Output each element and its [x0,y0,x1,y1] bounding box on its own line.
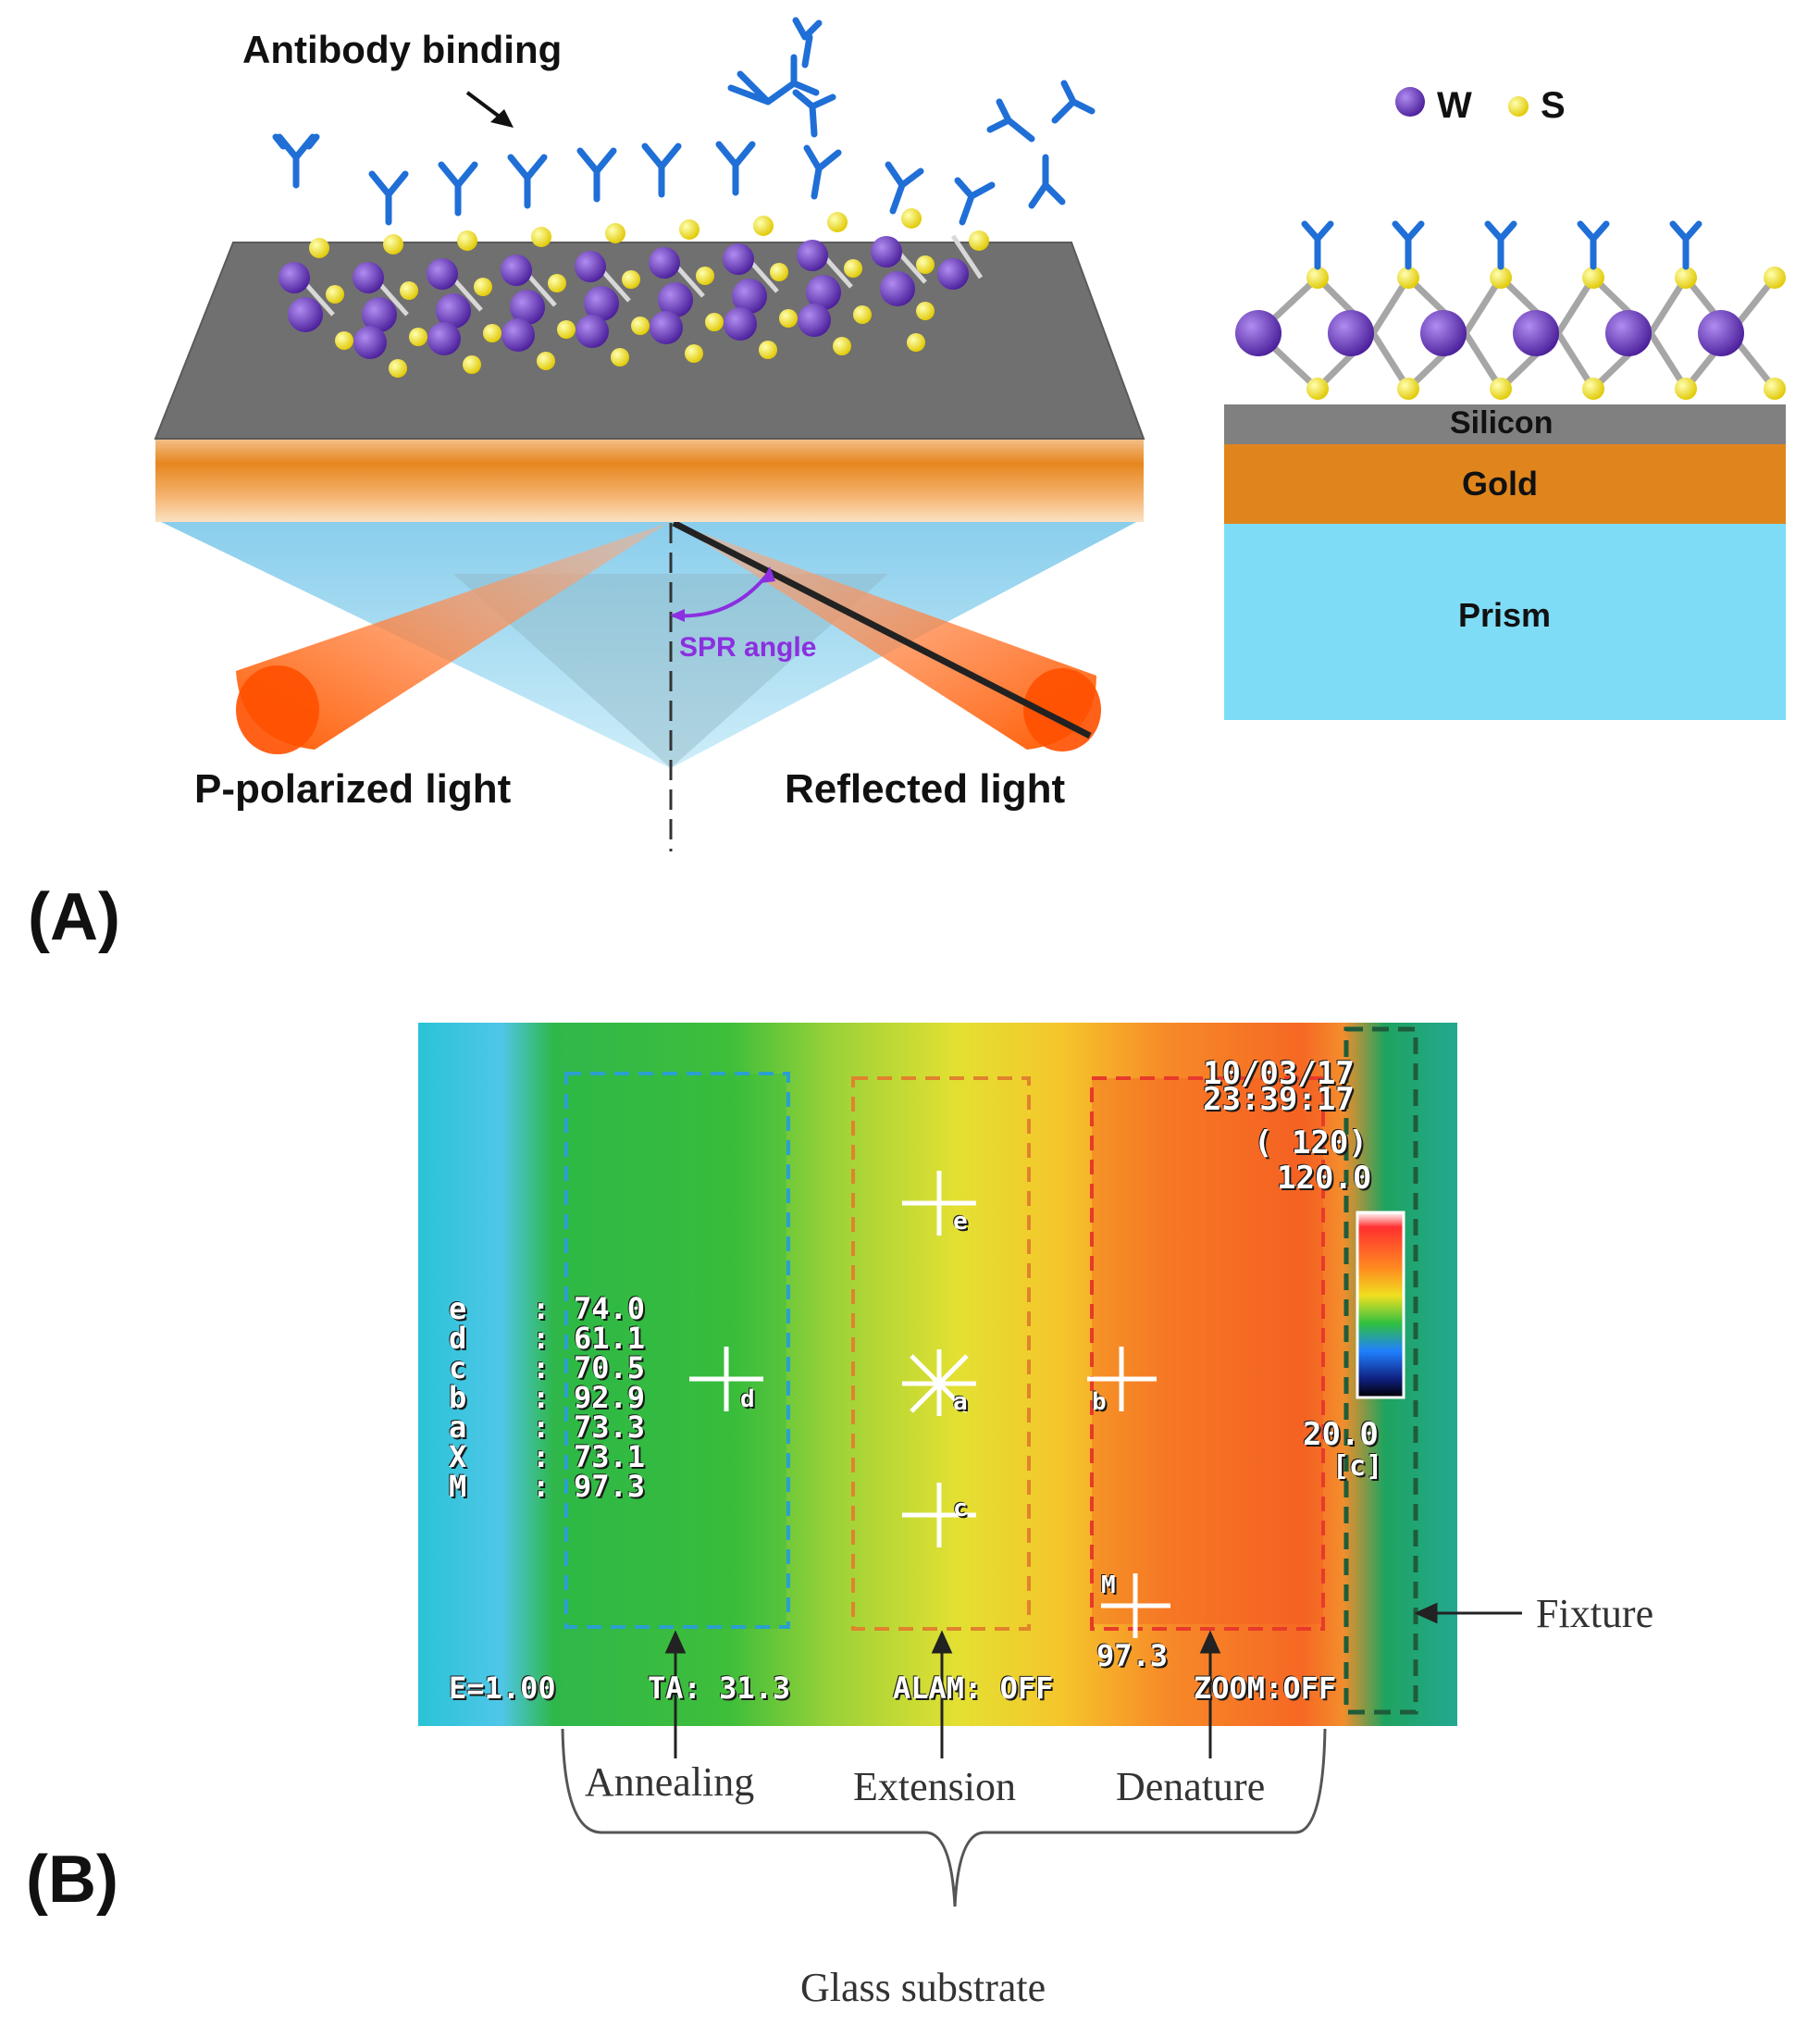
reading-value: 74.0 [574,1291,646,1326]
status-alarm: ALAM: OFF [893,1671,1054,1706]
annealing-label: Annealing [585,1759,755,1805]
marker-a: a [953,1388,968,1416]
reflected-light-label: Reflected light [785,766,1066,812]
ws2-cross-section-w [1235,310,1744,356]
reading-value: 73.3 [574,1410,646,1445]
reading-row: a : 73.3 [449,1410,646,1445]
p-polarized-beam [236,523,668,750]
gold-label: Gold [1462,465,1538,503]
prism-layer [1224,524,1786,720]
w-legend-label: W [1437,85,1472,126]
reading-separator: : [532,1321,551,1356]
thermal-range-code: ( 120) [1254,1124,1368,1161]
gold-layer [1224,444,1786,524]
reading-key: X [449,1439,467,1474]
marker-b: b [1092,1388,1107,1416]
status-zoom: ZOOM:OFF [1194,1671,1337,1706]
prism-label: Prism [1458,596,1552,634]
thermal-date: 10/03/17 [1203,1055,1355,1092]
status-emissivity: E=1.00 [449,1671,556,1706]
reading-row: d : 61.1 [449,1321,646,1356]
ws2-sulfur-atoms [309,208,989,378]
temperature-scale-bar [1356,1211,1405,1399]
reading-key: a [449,1410,467,1445]
extension-label: Extension [853,1764,1016,1809]
max-temperature-value: 97.3 [1096,1638,1169,1673]
antibody-binding-arrow [490,109,514,128]
denature-zone-box [1090,1076,1325,1631]
reading-separator: : [532,1350,551,1385]
reading-row: M : 97.3 [449,1469,646,1504]
thermal-unit: [c] [1332,1450,1383,1483]
panel-b-label: (B) [26,1843,118,1917]
reading-value: 97.3 [574,1469,646,1504]
reading-value: 61.1 [574,1321,646,1356]
reading-separator: : [532,1469,551,1504]
thermal-scale-min: 20.0 [1303,1416,1379,1453]
annealing-zone-box [564,1072,790,1629]
s-legend-label: S [1541,85,1566,126]
reading-separator: : [532,1380,551,1415]
ws2-tungsten-atoms [279,236,969,359]
gold-film [155,439,1144,522]
reading-value: 92.9 [574,1380,646,1415]
fixture-label: Fixture [1536,1591,1654,1636]
glass-substrate-brace [561,1728,1327,1907]
reading-separator: : [532,1410,551,1445]
crosshair-markers [689,1171,1170,1638]
denature-label: Denature [1116,1764,1266,1809]
reading-row: e : 74.0 [449,1291,646,1326]
marker-e: e [953,1208,968,1236]
antibody-binding-label: Antibody binding [242,28,563,71]
reading-key: c [449,1350,467,1385]
glass-substrate-label: Glass substrate [800,1965,1046,2010]
reading-key: d [449,1321,467,1356]
silicon-layer [1224,404,1786,444]
fixture-zone-box [1343,1026,1418,1715]
reading-row: c : 70.5 [449,1350,646,1385]
reading-separator: : [532,1439,551,1474]
marker-c: c [953,1495,968,1522]
s-legend-dot [1508,96,1529,117]
silicon-label: Silicon [1450,405,1554,441]
ws2-cross-section-antibodies [1301,220,1702,270]
reading-row: b : 92.9 [449,1380,646,1415]
thermal-scale-max: 120.0 [1277,1160,1372,1197]
w-legend-dot [1395,87,1425,117]
status-ta: TA: 31.3 [648,1671,791,1706]
spr-angle-label: SPR angle [679,632,817,663]
reading-value: 73.1 [574,1439,646,1474]
prism-cone [157,520,1140,768]
annotation-arrows [664,1602,1522,1758]
marker-d: d [740,1385,755,1413]
thermal-readings: e : 74.0 d : 61.1 c : 70.5 b : 92.9 a : … [449,1291,646,1504]
reading-row: X : 73.1 [449,1439,646,1474]
bound-antibodies [272,133,996,226]
ws2-cross-section-s [1306,267,1786,400]
panel-a-label: (A) [28,880,120,954]
free-antibodies [727,17,1096,209]
reading-key: M [449,1469,467,1504]
thermal-time: 23:39:17 [1203,1081,1355,1118]
reading-key: b [449,1380,467,1415]
marker-m: M [1101,1571,1116,1599]
spr-angle-arc [672,572,770,618]
p-polarized-light-label: P-polarized light [194,766,512,812]
reading-value: 70.5 [574,1350,646,1385]
reading-separator: : [532,1291,551,1326]
reading-key: e [449,1291,467,1326]
